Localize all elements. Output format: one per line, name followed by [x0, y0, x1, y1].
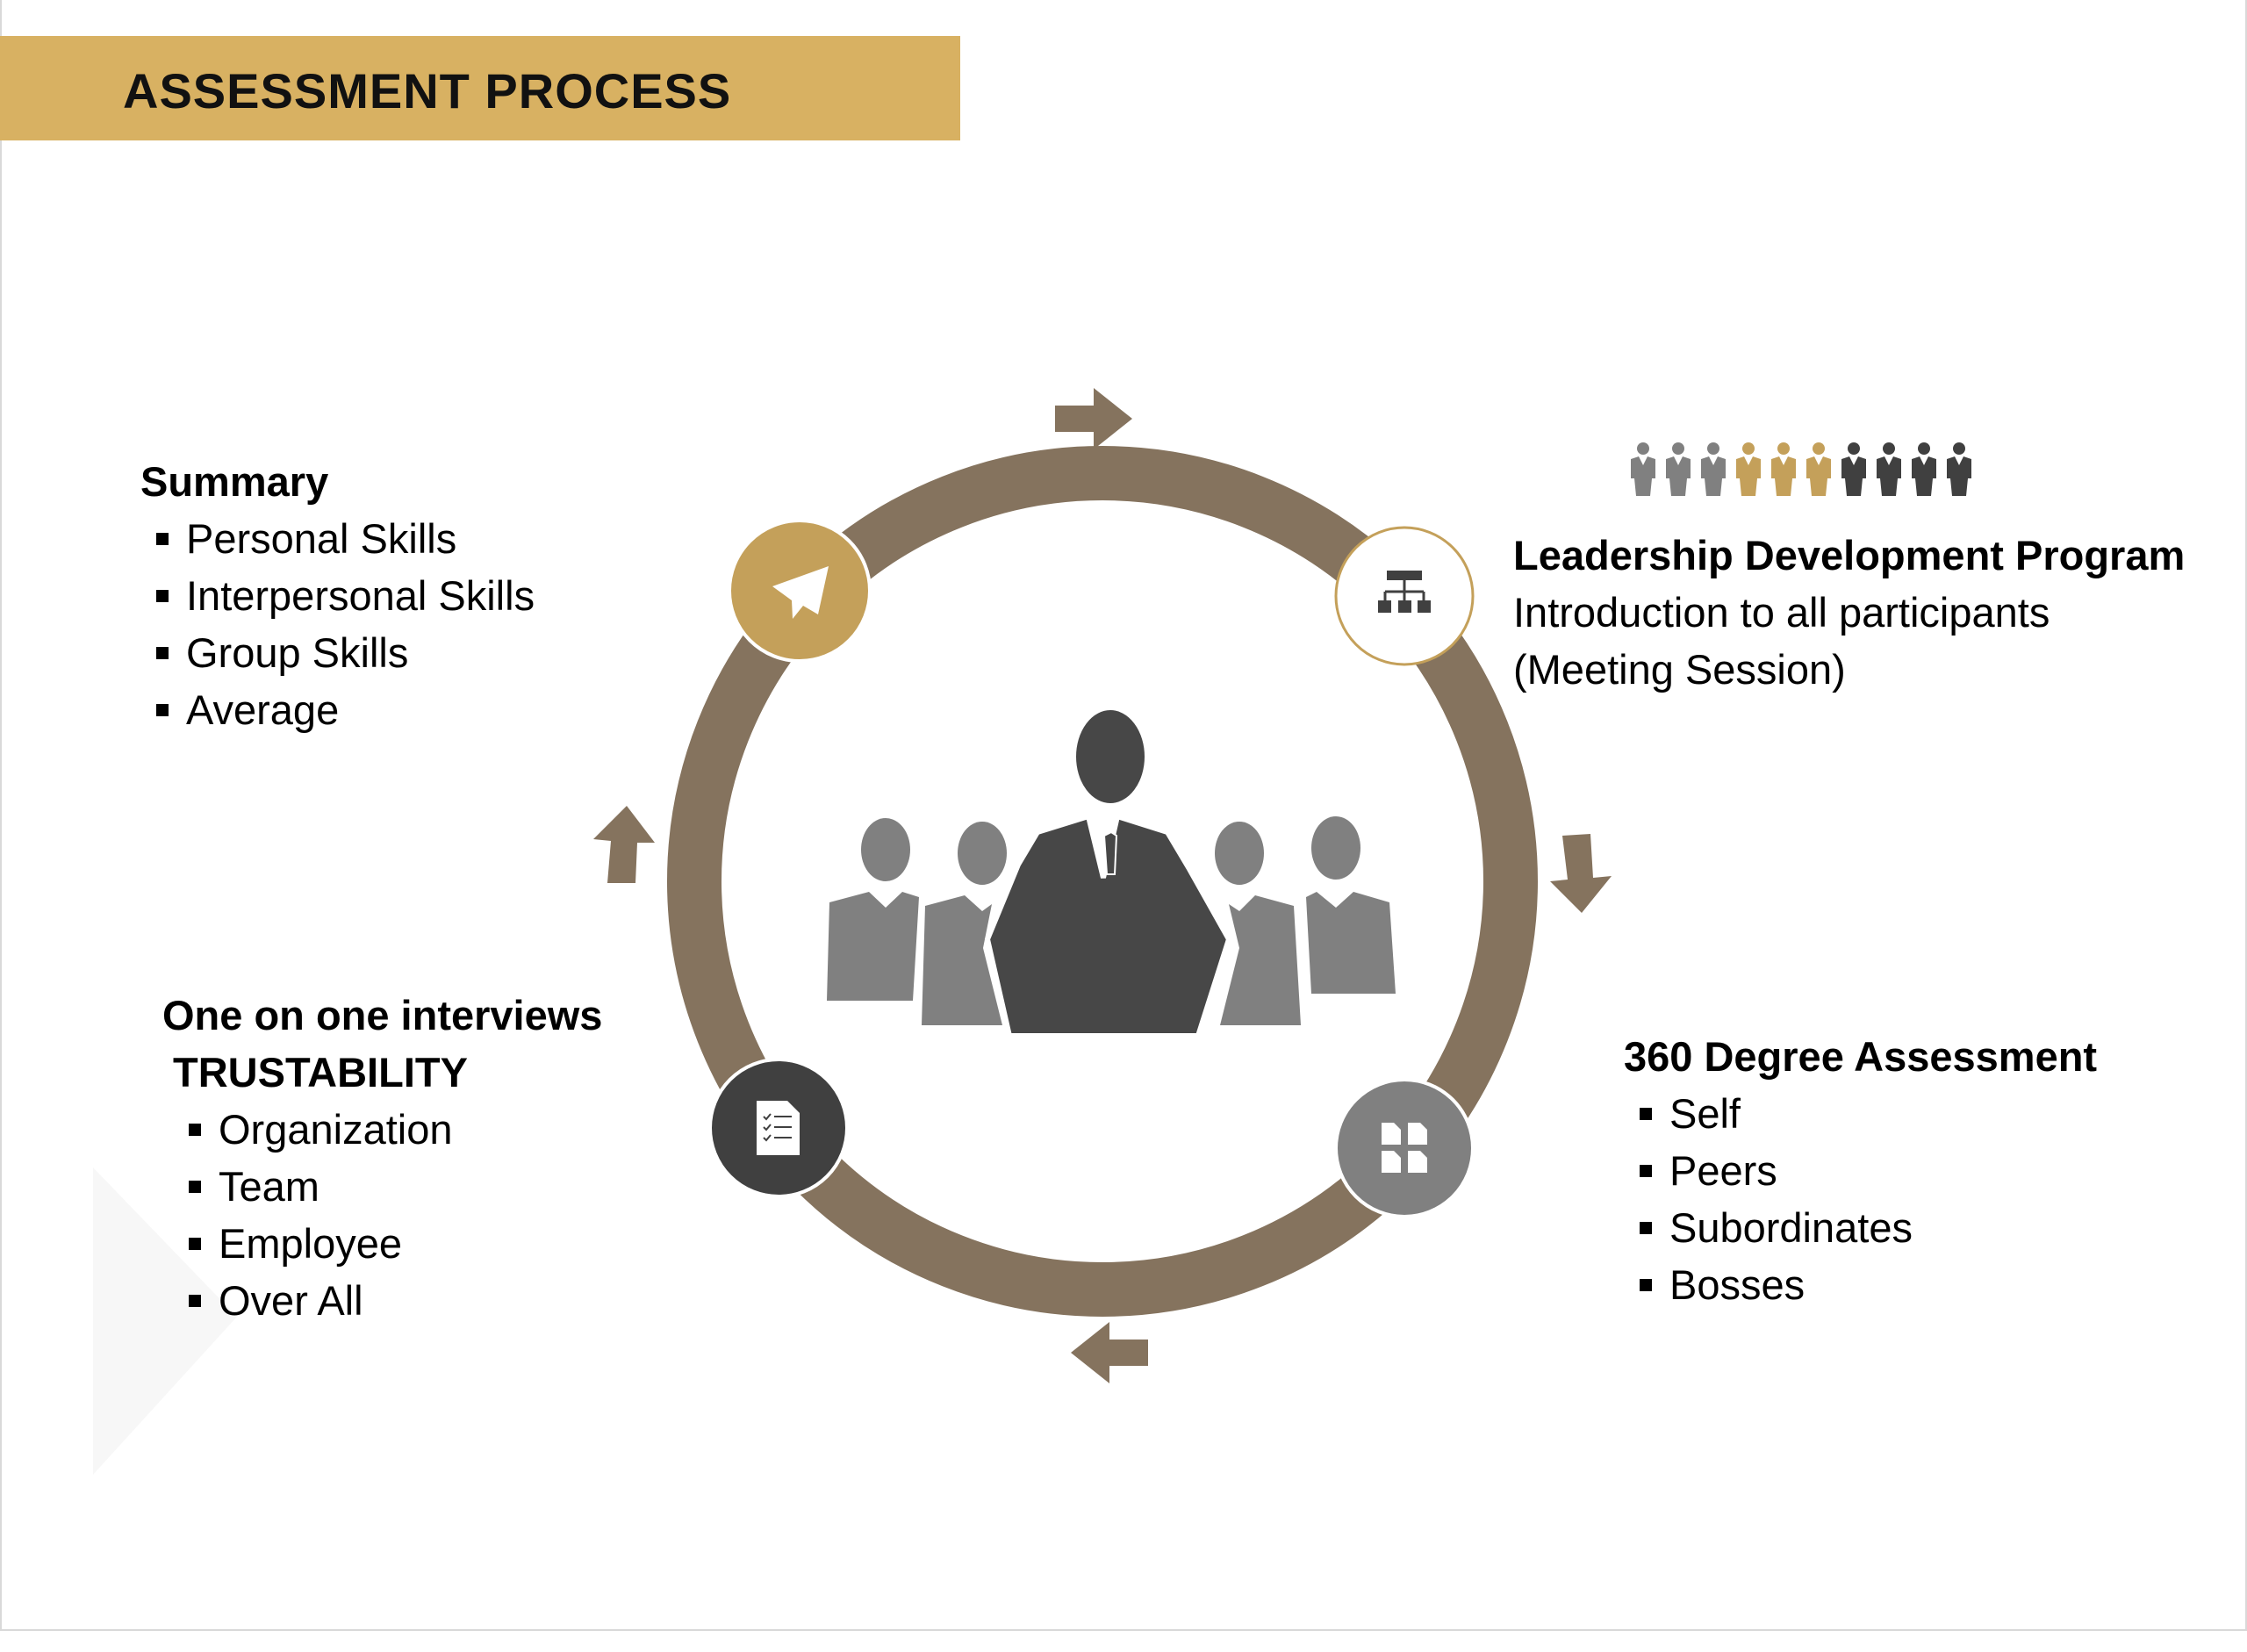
person-figure-icon: [1841, 442, 1866, 496]
interviews-subtitle: TRUSTABILITY: [173, 1049, 468, 1095]
arrow-left-icon: [1071, 1322, 1148, 1383]
interviews-title: One on one interviews: [162, 992, 603, 1038]
page-title: ASSESSMENT PROCESS: [123, 63, 732, 119]
interviews-block: One on one interviews TRUSTABILITY Organ…: [162, 987, 602, 1329]
arrow-down-icon: [1550, 834, 1612, 913]
decorative-triangle: [93, 1167, 237, 1475]
person-figure-icon: [1736, 442, 1761, 496]
leadership-line: Introduction to all participants: [1513, 589, 2050, 636]
summary-title: Summary: [140, 458, 329, 505]
interviews-item: Over All: [173, 1272, 602, 1329]
leadership-block: Leadership Development Program Introduct…: [1513, 527, 2185, 698]
team-leader-icon: [827, 705, 1396, 1038]
summary-item: Group Skills: [140, 624, 535, 681]
checklist-document-icon: [708, 1058, 849, 1198]
org-chart-icon: [1334, 526, 1475, 666]
assessment-360-item: Self: [1624, 1085, 2097, 1142]
person-figure-icon: [1806, 442, 1831, 496]
paper-plane-icon: [728, 519, 872, 663]
people-row-icon: [1631, 442, 1971, 496]
person-figure-icon: [1877, 442, 1901, 496]
documents-grid-icon: [1334, 1078, 1475, 1218]
header-bar: ASSESSMENT PROCESS: [0, 36, 960, 140]
person-figure-icon: [1771, 442, 1796, 496]
summary-item: Personal Skills: [140, 510, 535, 567]
summary-item: Average: [140, 681, 535, 738]
assessment-360-item: Subordinates: [1624, 1199, 2097, 1256]
assessment-360-title: 360 Degree Assessment: [1624, 1033, 2098, 1080]
arrow-right-icon: [1055, 388, 1132, 449]
interviews-item: Organization: [173, 1101, 602, 1158]
person-figure-icon: [1701, 442, 1726, 496]
leadership-title: Leadership Development Program: [1513, 532, 2186, 578]
assessment-360-item: Peers: [1624, 1142, 2097, 1199]
process-ring: [667, 446, 1538, 1317]
summary-block: Summary Personal Skills Interpersonal Sk…: [140, 453, 535, 738]
person-figure-icon: [1912, 442, 1936, 496]
assessment-360-item: Bosses: [1624, 1256, 2097, 1313]
assessment-360-block: 360 Degree Assessment Self Peers Subordi…: [1624, 1028, 2097, 1313]
person-figure-icon: [1947, 442, 1971, 496]
summary-item: Interpersonal Skills: [140, 567, 535, 624]
interviews-item: Team: [173, 1158, 602, 1215]
arrow-up-icon: [593, 806, 655, 883]
leadership-line: (Meeting Session): [1513, 646, 1846, 693]
person-figure-icon: [1666, 442, 1691, 496]
interviews-item: Employee: [173, 1215, 602, 1272]
person-figure-icon: [1631, 442, 1655, 496]
